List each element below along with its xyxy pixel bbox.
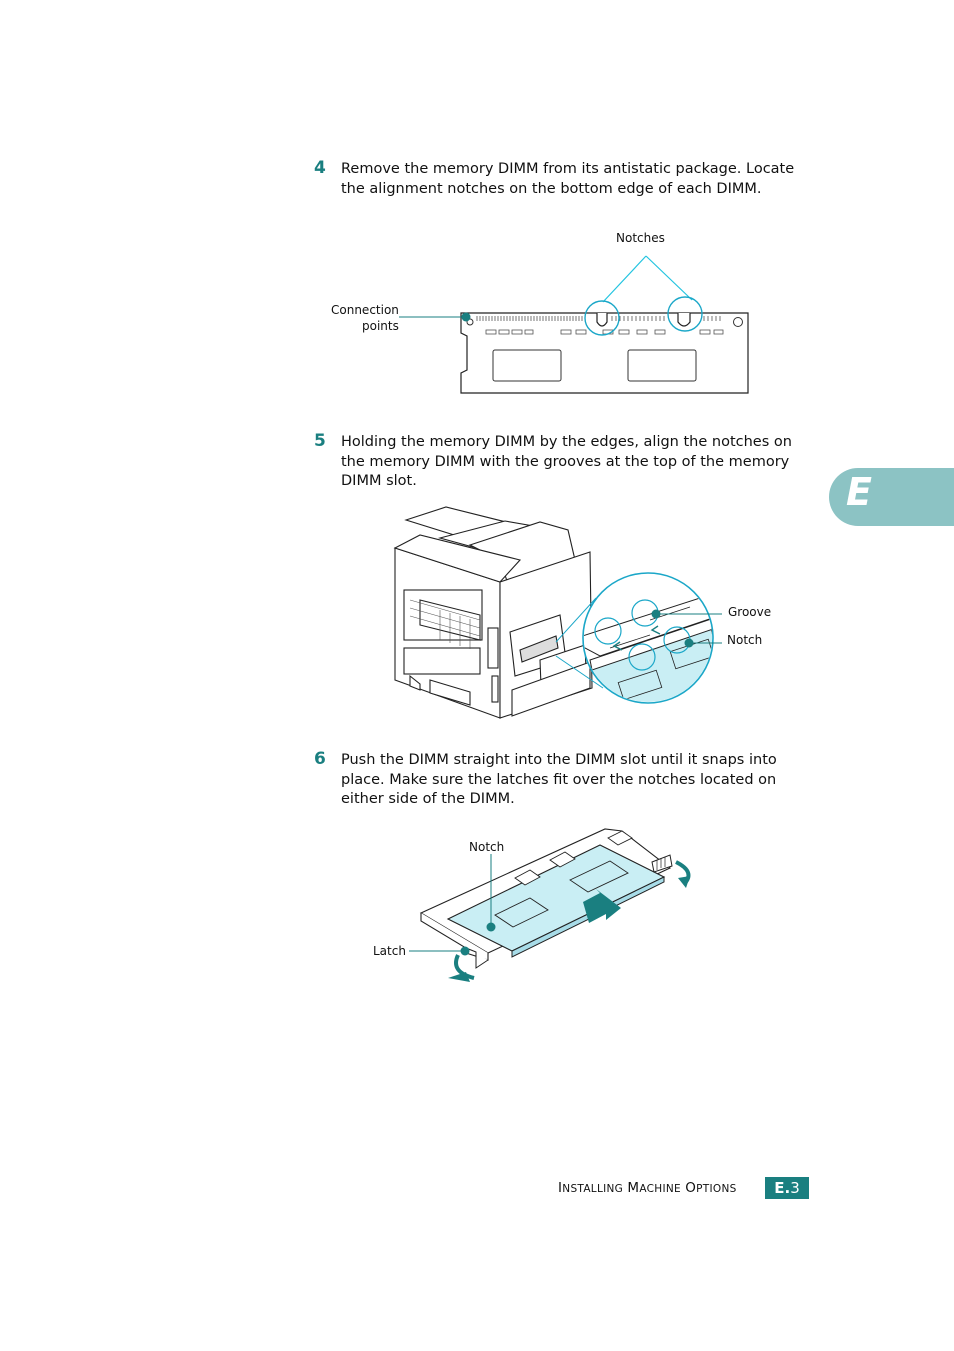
groove-label: Groove — [728, 605, 772, 619]
connection-label-line2: points — [362, 319, 399, 333]
chapter-letter: E — [846, 470, 872, 514]
page-number-badge: E.3 — [765, 1177, 809, 1199]
step-6-number: 6 — [314, 749, 326, 769]
latch-label: Latch — [373, 944, 406, 958]
notch-label-fig3: Notch — [469, 840, 505, 854]
dimm-notches-figure — [399, 255, 749, 394]
printer-dimm-slot-figure — [393, 506, 722, 719]
connection-label-line1: Connection — [331, 303, 399, 317]
notch-label-fig2: Notch — [727, 633, 763, 647]
page-prefix: E. — [774, 1179, 791, 1197]
chapter-tab: E — [829, 468, 954, 526]
step-5-number: 5 — [314, 431, 326, 451]
notches-label: Notches — [616, 231, 665, 245]
footer-section-title: INSTALLING MACHINE OPTIONS — [558, 1180, 737, 1196]
step-5-text: Holding the memory DIMM by the edges, al… — [341, 434, 792, 489]
step-4-text: Remove the memory DIMM from its antistat… — [341, 161, 795, 197]
dimm-insertion-figure — [409, 828, 691, 982]
step-4-number: 4 — [314, 158, 326, 178]
step-6-text: Push the DIMM straight into the DIMM slo… — [341, 752, 777, 807]
page-number: 3 — [790, 1179, 800, 1197]
